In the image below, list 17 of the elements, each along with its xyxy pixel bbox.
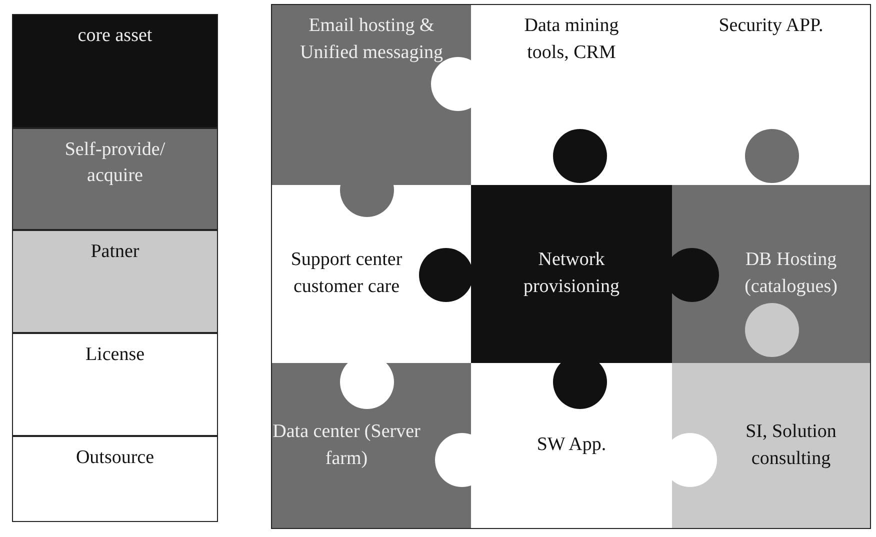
puzzle-piece xyxy=(272,5,471,185)
puzzle-piece xyxy=(672,363,870,528)
piece-label: Email hosting & Unified messaging xyxy=(298,14,444,65)
legend-label: Outsource xyxy=(76,446,154,470)
piece-label: Data mining tools, CRM xyxy=(523,14,620,65)
piece-label: SW App. xyxy=(536,433,606,458)
legend-label: Self-provide/ acquire xyxy=(64,138,166,188)
legend-label: core asset xyxy=(78,24,152,48)
piece-label: DB Hosting (catalogues) xyxy=(744,248,838,299)
piece-label: Security APP. xyxy=(718,14,824,38)
piece-label: Support center customer care xyxy=(290,248,404,299)
puzzle-piece xyxy=(471,185,672,363)
legend-label: Patner xyxy=(90,240,140,264)
legend-label: License xyxy=(85,343,145,367)
piece-label: Network provisioning xyxy=(522,248,621,299)
piece-label: Data center (Server farm) xyxy=(272,420,421,470)
piece-label: SI, Solution consulting xyxy=(744,420,838,470)
